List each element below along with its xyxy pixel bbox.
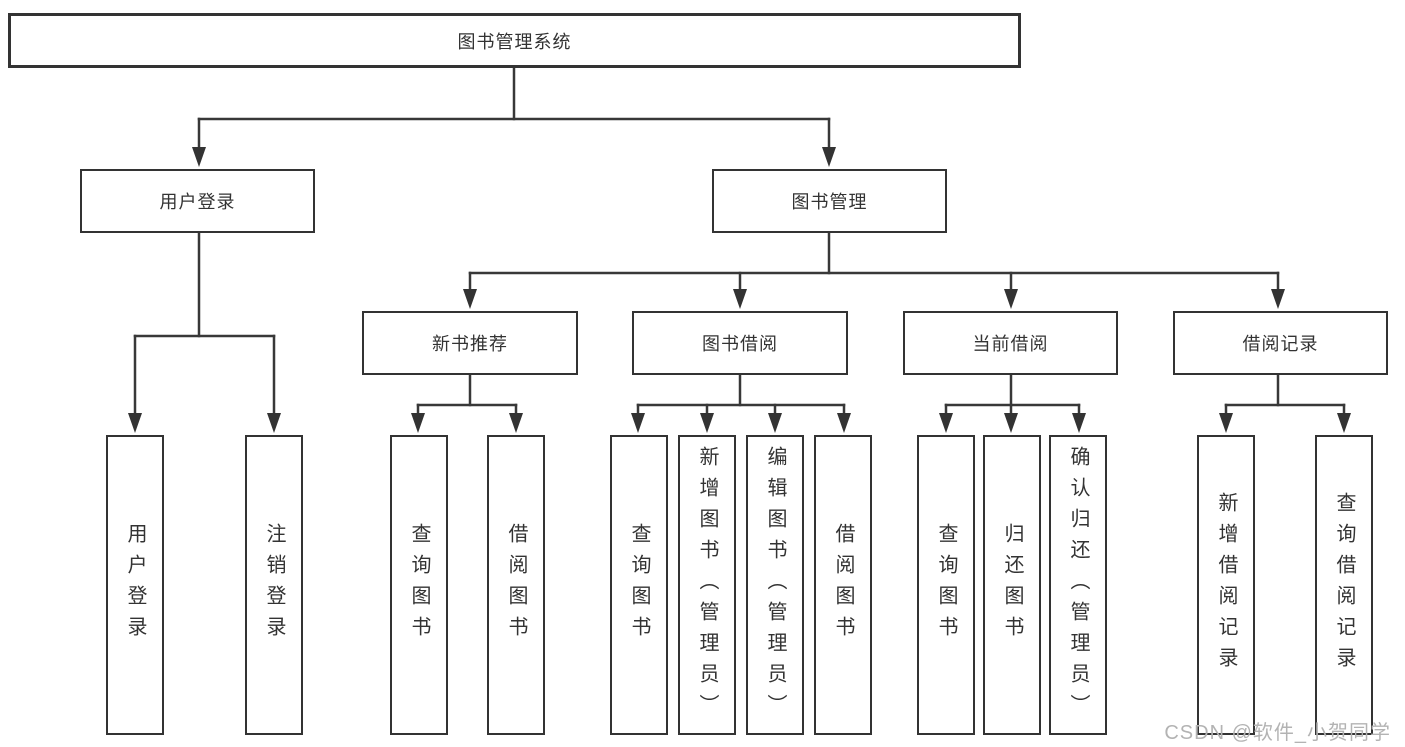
arrowhead	[1072, 413, 1086, 433]
arrowhead	[631, 413, 645, 433]
leaf-label: 用户登录	[124, 523, 146, 647]
node-new-book-recommendation: 新书推荐	[362, 311, 578, 375]
arrowhead	[1271, 289, 1285, 309]
leaf-label: 查询图书	[628, 523, 650, 647]
leaf-label: 新增图书（管理员）	[696, 445, 718, 725]
arrowhead	[837, 413, 851, 433]
leaf-add-books-admin: 新增图书（管理员）	[678, 435, 736, 735]
leaf-label: 确认归还（管理员）	[1067, 445, 1089, 725]
arrowhead	[1004, 289, 1018, 309]
connector-bookmgmt-to-level3	[463, 231, 1285, 309]
node-borrowing-records: 借阅记录	[1173, 311, 1388, 375]
connector-current-to-leaves	[939, 373, 1086, 433]
leaf-logout: 注销登录	[245, 435, 303, 735]
arrowhead	[463, 289, 477, 309]
arrowhead	[1004, 413, 1018, 433]
arrowhead	[128, 413, 142, 433]
arrowhead	[1337, 413, 1351, 433]
arrowhead	[192, 147, 206, 167]
arrowhead	[411, 413, 425, 433]
leaf-label: 编辑图书（管理员）	[764, 445, 786, 725]
leaf-label: 归还图书	[1001, 523, 1023, 647]
leaf-borrow-books-recommend: 借阅图书	[487, 435, 545, 735]
node-current-borrowing: 当前借阅	[903, 311, 1118, 375]
connector-records-to-leaves	[1219, 373, 1351, 433]
leaf-confirm-return-admin: 确认归还（管理员）	[1049, 435, 1107, 735]
node-user-login: 用户登录	[80, 169, 315, 233]
leaf-query-books-borrow: 查询图书	[610, 435, 668, 735]
connector-root-to-level2	[192, 66, 836, 167]
arrowhead	[768, 413, 782, 433]
node-book-borrowing: 图书借阅	[632, 311, 848, 375]
csdn-watermark: CSDN @软件_小贺同学	[1164, 722, 1391, 744]
leaf-label: 注销登录	[263, 523, 285, 647]
node-library-management-system: 图书管理系统	[8, 13, 1021, 68]
connector-borrow-to-leaves	[631, 373, 851, 433]
connector-userlogin-to-leaves	[128, 231, 281, 433]
leaf-label: 新增借阅记录	[1215, 492, 1237, 678]
leaf-borrow-books: 借阅图书	[814, 435, 872, 735]
leaf-edit-books-admin: 编辑图书（管理员）	[746, 435, 804, 735]
arrowhead	[822, 147, 836, 167]
arrowhead	[509, 413, 523, 433]
connector-newbook-to-leaves	[411, 373, 523, 433]
arrowhead	[267, 413, 281, 433]
leaf-label: 借阅图书	[832, 523, 854, 647]
leaf-label: 借阅图书	[505, 523, 527, 647]
leaf-query-books-recommend: 查询图书	[390, 435, 448, 735]
leaf-return-books: 归还图书	[983, 435, 1041, 735]
arrowhead	[939, 413, 953, 433]
arrowhead	[1219, 413, 1233, 433]
leaf-user-login: 用户登录	[106, 435, 164, 735]
leaf-query-borrow-record: 查询借阅记录	[1315, 435, 1373, 735]
leaf-label: 查询图书	[935, 523, 957, 647]
leaf-label: 查询借阅记录	[1333, 492, 1355, 678]
leaf-query-books-current: 查询图书	[917, 435, 975, 735]
arrowhead	[700, 413, 714, 433]
arrowhead	[733, 289, 747, 309]
leaf-label: 查询图书	[408, 523, 430, 647]
leaf-add-borrow-record: 新增借阅记录	[1197, 435, 1255, 735]
node-book-management: 图书管理	[712, 169, 947, 233]
